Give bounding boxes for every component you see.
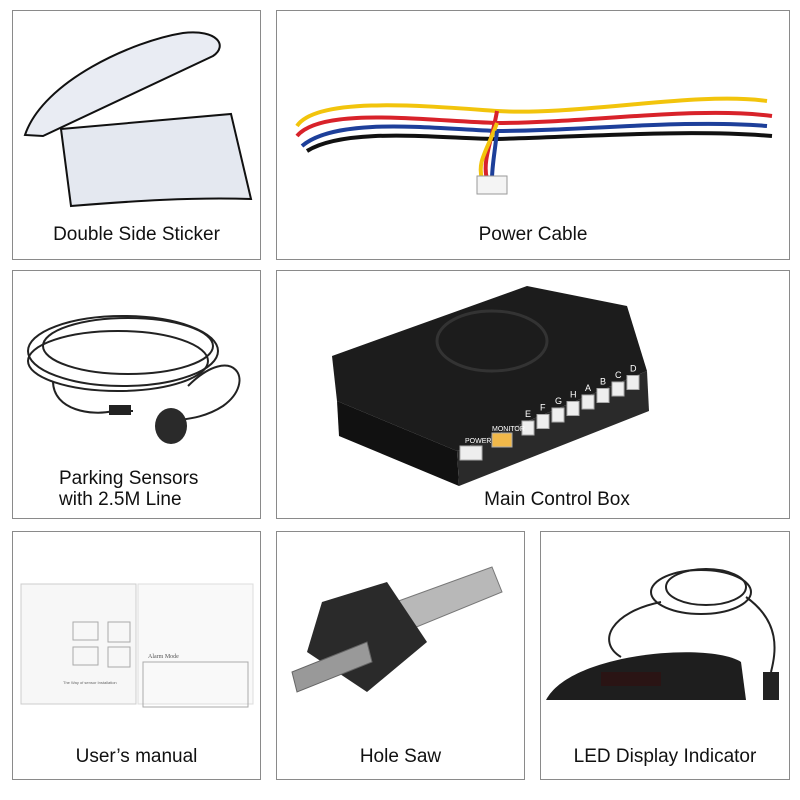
sticker-image [23,31,253,208]
manual-heading: Alarm Mode [148,654,179,660]
port-label-d: D [630,364,637,374]
port-label-h: H [570,390,577,400]
port-label-power: POWER [465,438,491,445]
port-b [596,388,610,403]
item-label: Hole Saw [359,746,442,767]
parking-sensor-image [27,315,241,444]
port-label-b: B [600,377,606,387]
item-label: Main Control Box [484,489,630,510]
port-label-f: F [540,403,546,413]
item-power-cable: Power Cable [276,10,790,260]
port-label-a: A [585,383,591,393]
item-label-line2: with 2.5M Line [59,489,182,510]
port-e [521,420,535,436]
led-display-image [546,568,779,700]
port-g [551,407,565,423]
item-double-side-sticker: Double Side Sticker [12,10,261,260]
manual-caption: The Way of sensor Installation [63,680,117,685]
port-monitor [491,432,513,448]
item-label: Double Side Sticker [53,224,220,245]
item-label: User’s manual [75,746,198,767]
item-label: LED Display Indicator [573,746,757,767]
item-users-manual: Alarm Mode The Way of sensor Installatio… [12,531,261,780]
port-label-g: G [555,396,562,406]
port-label-e: E [525,409,531,419]
item-hole-saw: Hole Saw [276,531,525,780]
port-h [566,401,580,416]
port-label-c: C [615,370,622,380]
port-a [581,394,595,410]
port-c [611,381,625,397]
hole-saw-image [291,566,503,693]
item-parking-sensors: Parking Sensors with 2.5M Line [12,270,261,519]
power-cable-image [295,96,773,195]
port-f [536,414,550,429]
item-label-line1: Parking Sensors [59,468,199,489]
port-label-monitor: MONITOR [492,426,525,433]
item-led-display: LED Display Indicator [540,531,790,780]
item-label: Power Cable [478,224,588,245]
port-d [626,375,640,390]
manual-image: Alarm Mode The Way of sensor Installatio… [20,583,254,708]
port-power [459,445,483,461]
